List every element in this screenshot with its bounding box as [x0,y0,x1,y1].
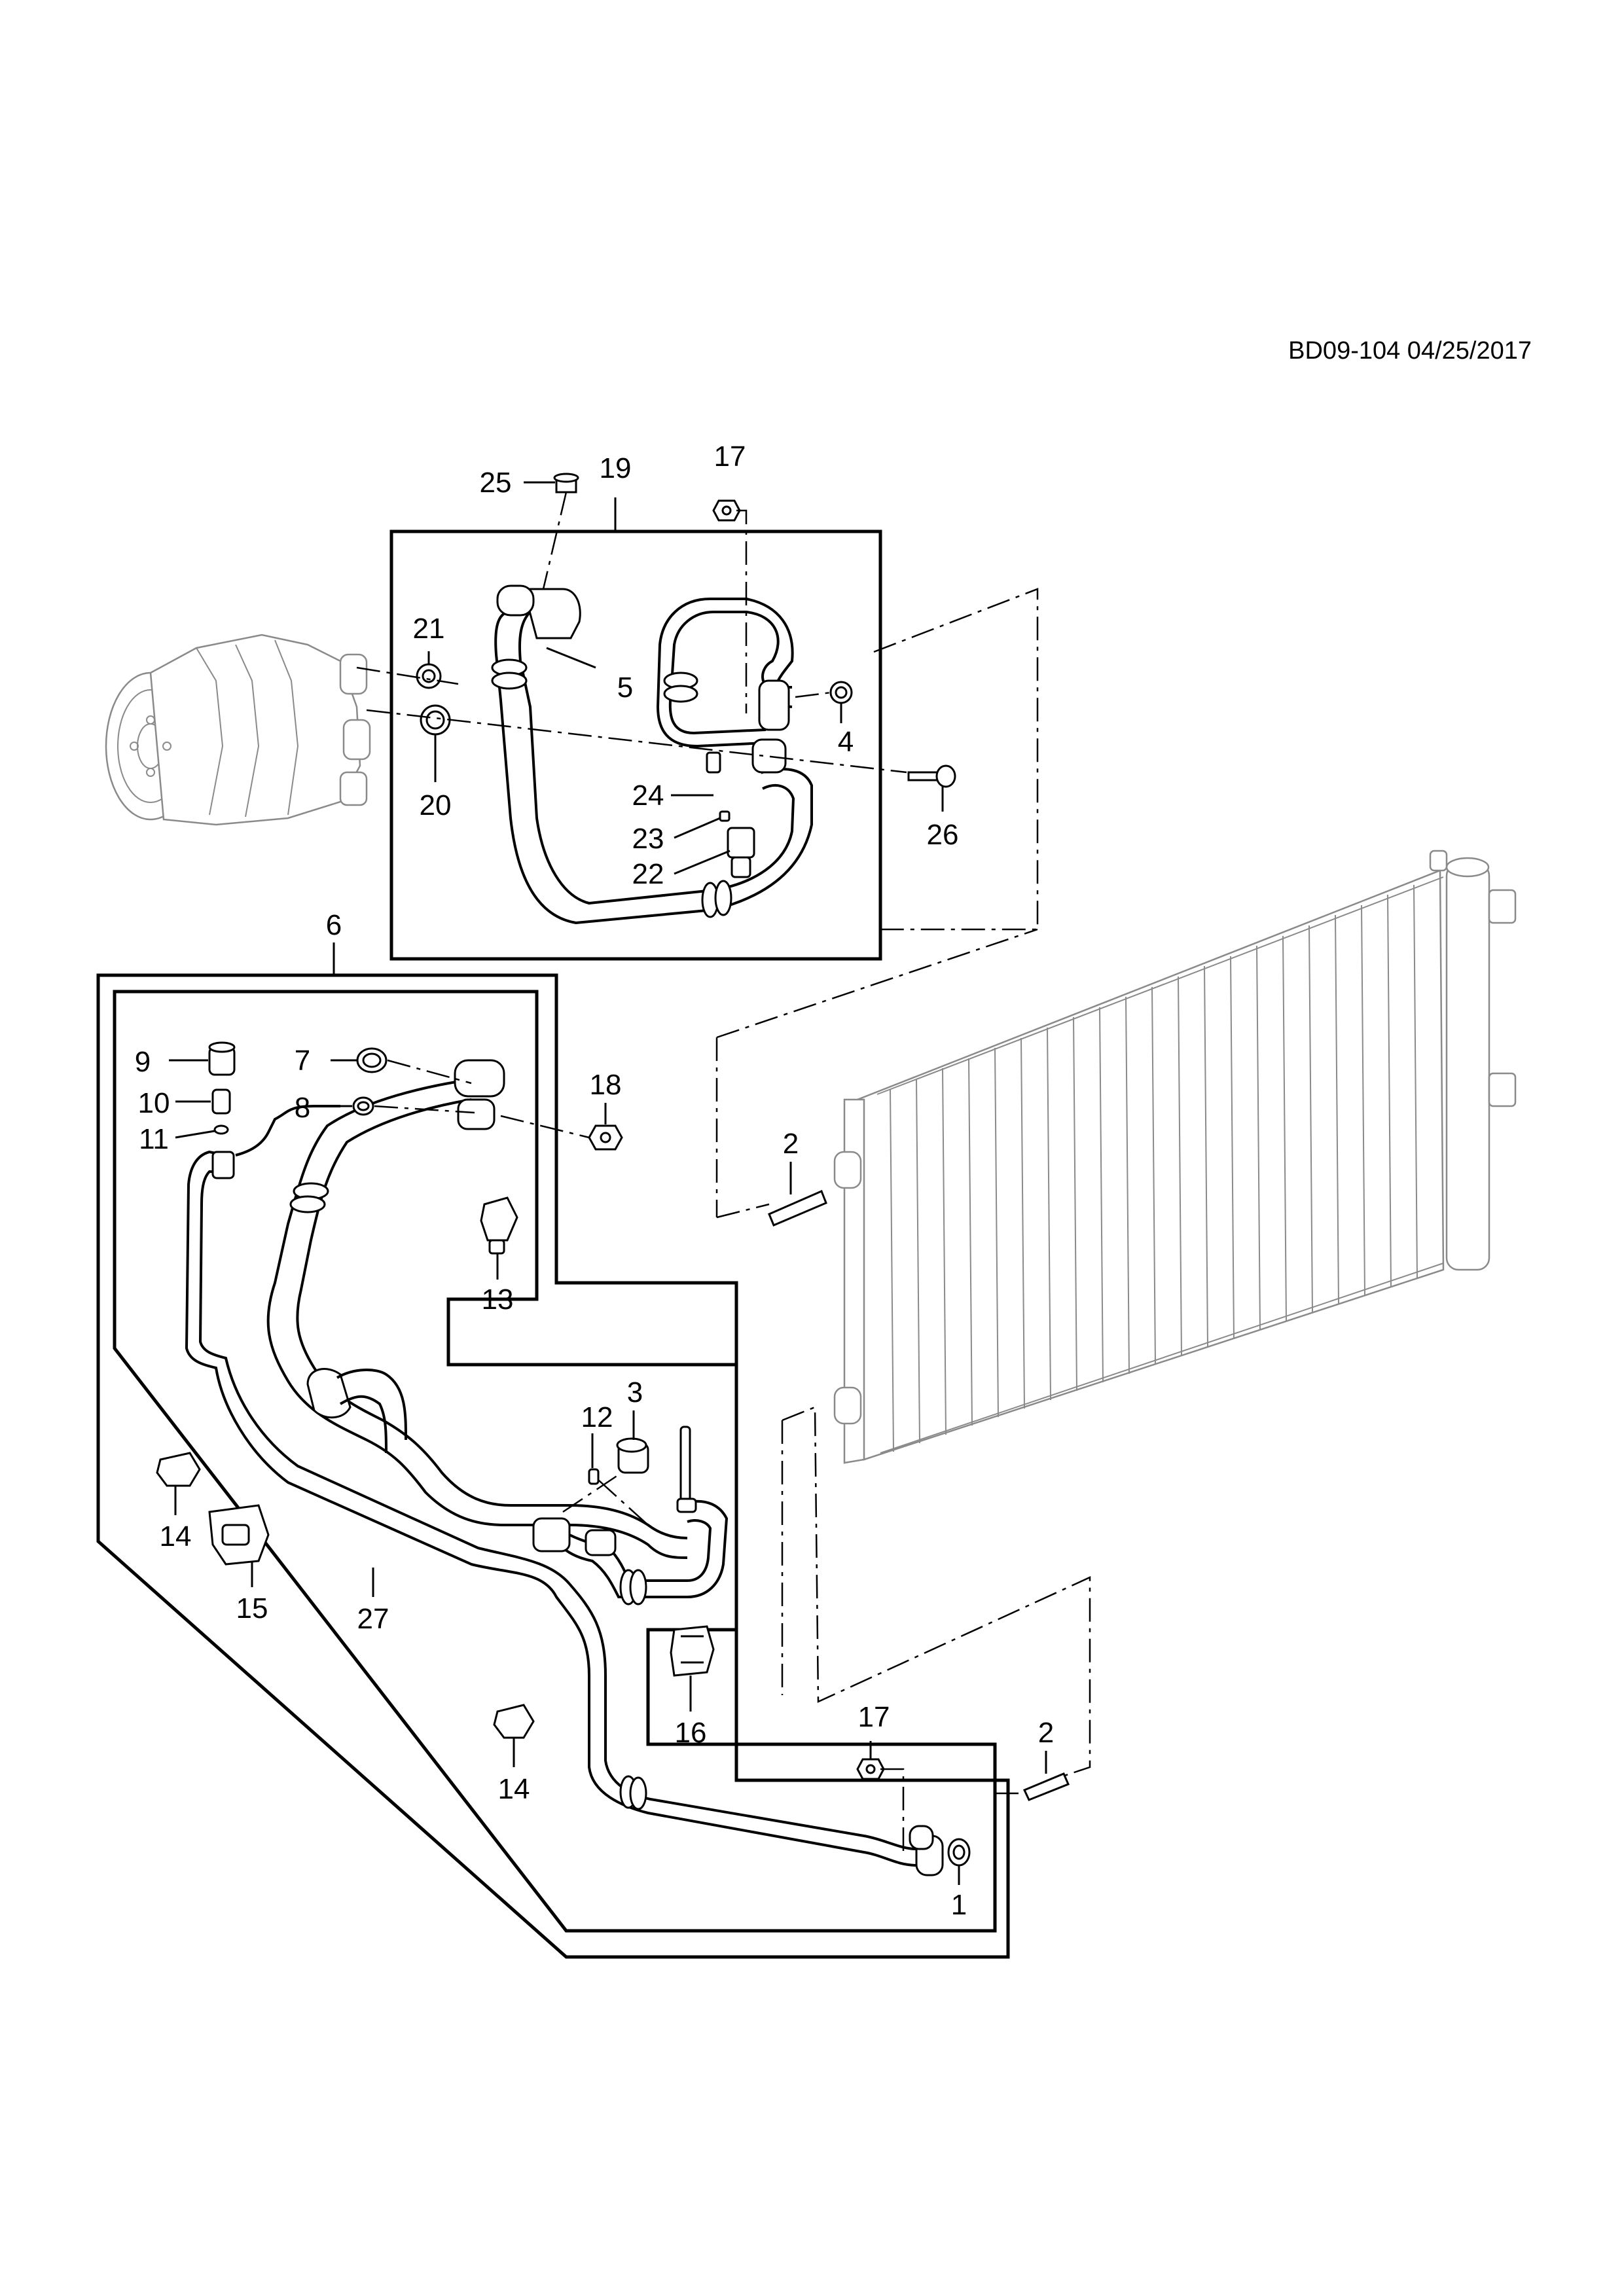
o-ring-11 [213,1124,229,1135]
o-ring-8 [352,1096,374,1116]
discharge-hose [656,598,794,774]
callout-16: 16 [675,1717,707,1749]
callout-7: 7 [295,1045,310,1077]
suction-hose [491,584,813,925]
callout-21: 21 [413,613,445,645]
callout-9: 9 [135,1046,151,1078]
ac-compressor [105,634,371,826]
clip-16 [670,1625,715,1677]
callout-17-upper: 17 [714,440,746,473]
callout-18: 18 [590,1069,622,1101]
condenser [833,850,1517,1464]
callout-4: 4 [838,726,854,758]
pressure-switch-22 [727,827,755,878]
bolt-2-lower [1022,1772,1070,1801]
callout-1: 1 [951,1889,967,1921]
callout-14-lower: 14 [498,1773,530,1805]
bolt-25 [553,473,579,493]
callout-2-upper: 2 [783,1128,799,1160]
bolt-2-upper [768,1189,827,1227]
diagram-reference: BD09-104 04/25/2017 [1288,337,1532,365]
cap-3 [616,1437,649,1474]
seal-23 [719,810,731,822]
cap-9 [208,1041,236,1076]
callout-13: 13 [482,1283,514,1316]
group-19-frame [389,529,882,961]
callout-20: 20 [420,789,452,821]
condenser-fins [890,884,1418,1452]
callout-6: 6 [326,909,342,941]
callout-8: 8 [295,1092,310,1124]
callout-10: 10 [138,1087,170,1119]
callout-labels: 1 2 2 3 4 5 6 7 8 9 10 11 12 13 14 14 15… [135,440,1054,1921]
clip-14-lower [493,1704,535,1739]
callout-12: 12 [581,1401,613,1433]
callout-5: 5 [617,672,633,704]
o-ring-1 [947,1838,971,1867]
clip-13 [480,1196,518,1255]
o-ring-20 [420,704,451,736]
nut-17-lower [856,1758,885,1780]
hose-27-branch [532,1426,729,1605]
bolt-26 [907,764,956,788]
callout-14-left: 14 [160,1520,192,1552]
callout-15: 15 [236,1592,268,1624]
suction-line [266,1059,688,1559]
callout-27: 27 [357,1603,389,1635]
valve-24 [706,751,721,774]
callout-17-lower: 17 [858,1701,890,1733]
liquid-line [185,1105,944,1876]
o-ring-4 [829,681,853,704]
valve-core-12 [588,1468,600,1485]
valve-core-10 [211,1088,231,1115]
o-ring-7 [356,1047,388,1073]
callout-3: 3 [627,1376,643,1408]
clip-15 [208,1504,270,1566]
o-ring-21 [416,663,442,689]
callout-11: 11 [139,1123,169,1155]
nut-18 [588,1124,623,1151]
callout-2-lower: 2 [1038,1717,1054,1749]
callout-22: 22 [632,858,664,890]
callout-26: 26 [927,819,959,851]
callout-25: 25 [480,467,512,499]
clip-14-left [156,1452,201,1487]
callout-24: 24 [632,780,664,812]
nut-17-upper [712,499,741,522]
callout-19: 19 [600,452,632,484]
callout-23: 23 [632,823,664,855]
